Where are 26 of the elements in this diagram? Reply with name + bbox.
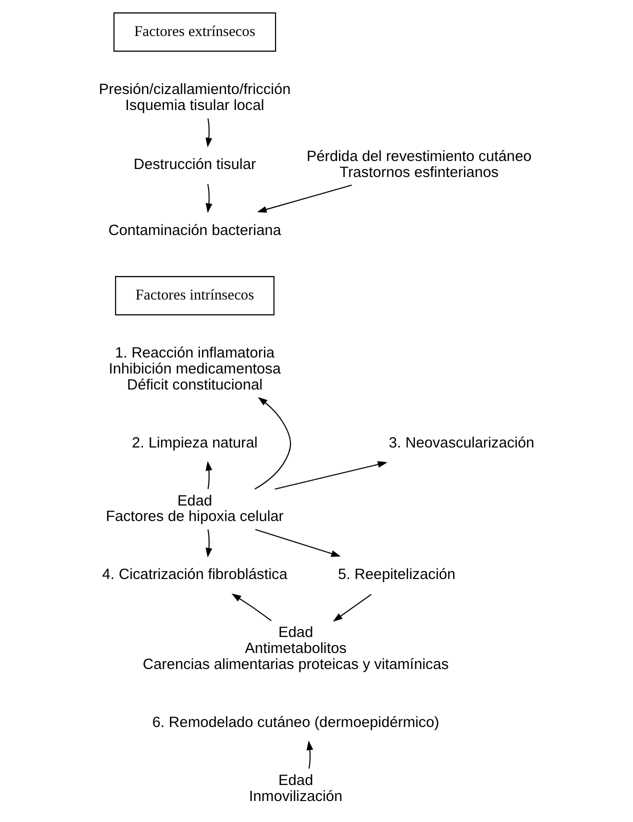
arrow	[256, 184, 352, 213]
node-text: Presión/cizallamiento/fricción Isquemia tisular local	[98, 82, 290, 114]
arrow	[274, 461, 387, 490]
node-text: 1. Reacción inflamatoria Inhibición medicamentosa Déficit constitucional	[108, 346, 280, 394]
arrow	[254, 529, 340, 557]
node-text: 2. Limpieza natural	[131, 435, 258, 452]
arrow	[205, 529, 212, 558]
node-text: Edad Inmovilización	[248, 772, 342, 805]
node-text: 4. Cicatrización fibroblástica	[102, 567, 287, 584]
node-box: Factores extrínsecos	[112, 12, 276, 52]
node-text: Edad Antimetabolitos Carencias alimentarias proteicas y vitamínicas	[142, 625, 448, 673]
arrow	[254, 396, 290, 490]
node-text: Contaminación bacteriana	[108, 222, 281, 239]
node-box: Factores intrínsecos	[114, 276, 274, 316]
arrow	[205, 118, 212, 148]
node-text: Destrucción tisular	[133, 156, 256, 173]
node-text: Edad Factores de hipoxia celular	[105, 493, 284, 526]
arrow	[205, 460, 212, 490]
node-text: Pérdida del revestimiento cutáneo Trastornos esfinterianos	[306, 148, 532, 181]
node-text: 6. Remodelado cutáneo (dermoepidérmico)	[152, 714, 439, 731]
arrow	[332, 594, 372, 622]
arrow	[231, 594, 272, 622]
node-text: 3. Neovascularización	[388, 435, 534, 452]
arrow	[205, 184, 212, 213]
arrow	[306, 740, 313, 769]
node-text: 5. Reepitelización	[338, 567, 455, 584]
